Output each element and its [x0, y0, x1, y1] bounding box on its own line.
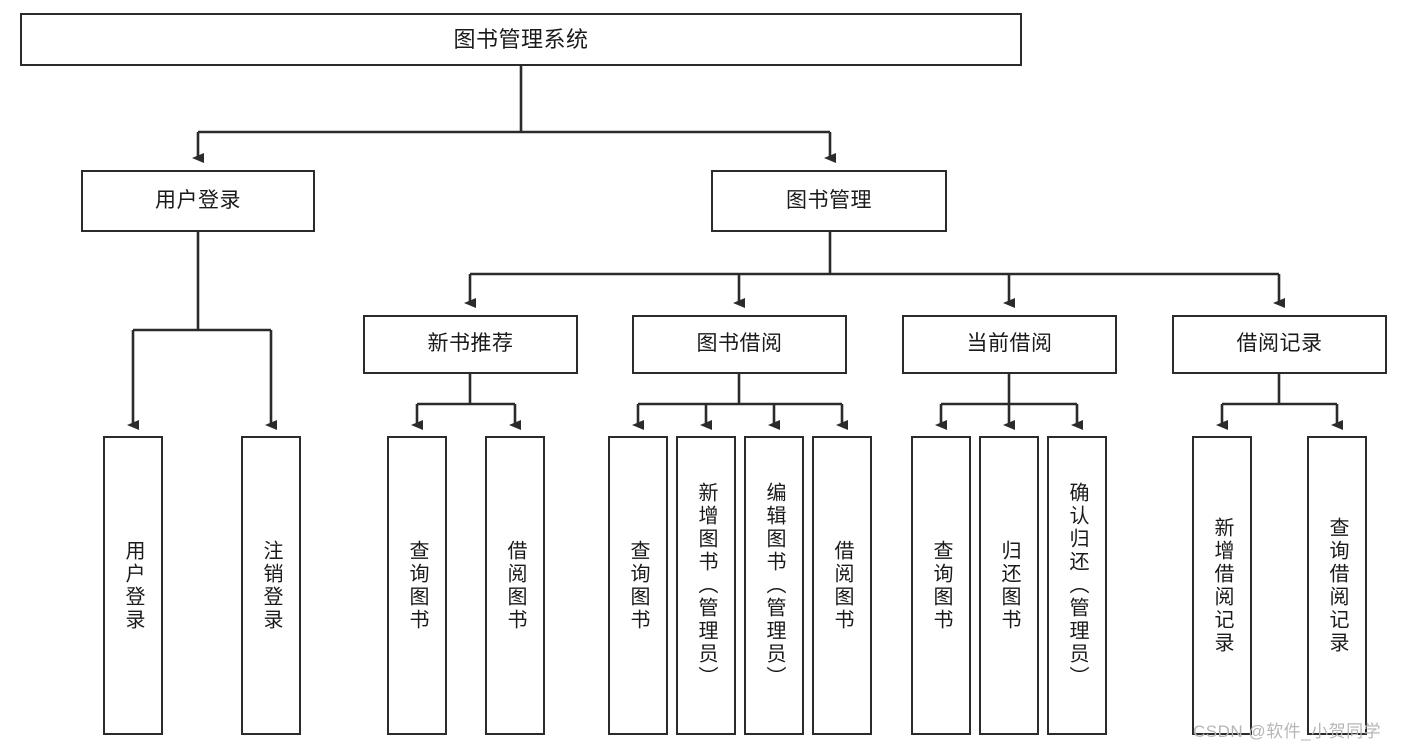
node-root[interactable]: 图书管理系统: [20, 13, 1022, 66]
leaf-edit-book[interactable]: 编辑图书（管理员）: [744, 436, 804, 735]
leaf-edit-book-label: 编辑图书（管理员）: [763, 482, 785, 689]
leaf-query-book-3[interactable]: 查询图书: [911, 436, 971, 735]
node-book-management-label: 图书管理: [786, 188, 872, 212]
leaf-borrow-book-2-label: 借阅图书: [831, 539, 853, 632]
node-user-login-label: 用户登录: [155, 188, 241, 212]
leaf-logout-login-label: 注销登录: [260, 539, 282, 632]
leaf-confirm-return-label: 确认归还（管理员）: [1066, 482, 1088, 689]
leaf-return-book[interactable]: 归还图书: [979, 436, 1039, 735]
leaf-add-record[interactable]: 新增借阅记录: [1192, 436, 1252, 735]
leaf-query-book-1[interactable]: 查询图书: [387, 436, 447, 735]
node-new-book-recommend-label: 新书推荐: [427, 332, 514, 356]
leaf-logout-login[interactable]: 注销登录: [241, 436, 301, 735]
leaf-query-book-1-label: 查询图书: [406, 539, 428, 632]
node-book-borrow-label: 图书借阅: [696, 332, 783, 356]
leaf-add-book-label: 新增图书（管理员）: [695, 482, 717, 689]
leaf-user-login[interactable]: 用户登录: [103, 436, 163, 735]
leaf-borrow-book-2[interactable]: 借阅图书: [812, 436, 872, 735]
leaf-return-book-label: 归还图书: [998, 539, 1020, 632]
leaf-query-book-2[interactable]: 查询图书: [608, 436, 668, 735]
leaf-add-record-label: 新增借阅记录: [1211, 516, 1233, 655]
node-book-management[interactable]: 图书管理: [711, 170, 947, 232]
node-new-book-recommend[interactable]: 新书推荐: [363, 315, 578, 374]
node-borrow-record[interactable]: 借阅记录: [1172, 315, 1387, 374]
node-book-borrow[interactable]: 图书借阅: [632, 315, 847, 374]
leaf-query-book-3-label: 查询图书: [930, 539, 952, 632]
leaf-query-record-label: 查询借阅记录: [1326, 516, 1348, 655]
leaf-borrow-book-1-label: 借阅图书: [504, 539, 526, 632]
leaf-add-book[interactable]: 新增图书（管理员）: [676, 436, 736, 735]
node-user-login[interactable]: 用户登录: [81, 170, 315, 232]
csdn-watermark: CSDN @软件_小贺同学: [1193, 722, 1382, 741]
leaf-user-login-label: 用户登录: [122, 539, 144, 632]
node-borrow-record-label: 借阅记录: [1236, 332, 1323, 356]
leaf-borrow-book-1[interactable]: 借阅图书: [485, 436, 545, 735]
leaf-confirm-return[interactable]: 确认归还（管理员）: [1047, 436, 1107, 735]
leaf-query-book-2-label: 查询图书: [627, 539, 649, 632]
node-root-label: 图书管理系统: [453, 26, 589, 52]
node-current-borrow[interactable]: 当前借阅: [902, 315, 1117, 374]
leaf-query-record[interactable]: 查询借阅记录: [1307, 436, 1367, 735]
node-current-borrow-label: 当前借阅: [966, 332, 1053, 356]
